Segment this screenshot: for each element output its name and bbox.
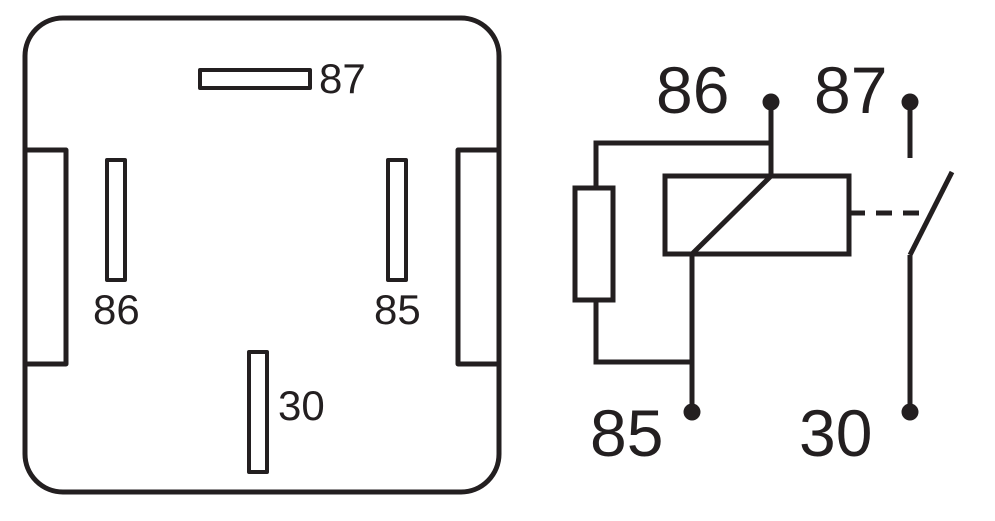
- wire-resistor-to-85: [593, 300, 692, 365]
- terminal-30-dot: [901, 403, 919, 421]
- right-mounting-tab: [455, 147, 502, 367]
- suppression-resistor: [572, 185, 616, 303]
- left-mounting-tab: [22, 147, 69, 367]
- terminal-85-dot: [683, 403, 701, 421]
- pin-86-label: 86: [93, 286, 140, 333]
- coil-diagonal: [690, 174, 773, 256]
- pin-85-label: 85: [374, 286, 421, 333]
- switch-arm: [907, 170, 955, 257]
- pin-86-blade: [105, 158, 127, 282]
- pin-87-label: 87: [319, 55, 366, 102]
- terminal-87-dot: [901, 93, 919, 111]
- terminal-86-dot: [762, 93, 780, 111]
- wire-86-to-resistor: [593, 140, 771, 188]
- pin-30-label: 30: [278, 382, 325, 429]
- terminal-85-label: 85: [590, 396, 663, 470]
- terminal-30-label: 30: [799, 396, 872, 470]
- relay-footprint: [22, 15, 502, 495]
- terminal-86-label: 86: [656, 53, 729, 127]
- relay-schematic: [572, 102, 955, 412]
- pin-30-blade: [247, 350, 269, 474]
- pin-85-blade: [386, 158, 408, 282]
- pin-87-blade: [198, 68, 312, 90]
- terminal-87-label: 87: [814, 53, 887, 127]
- terminal-dots: [683, 93, 919, 421]
